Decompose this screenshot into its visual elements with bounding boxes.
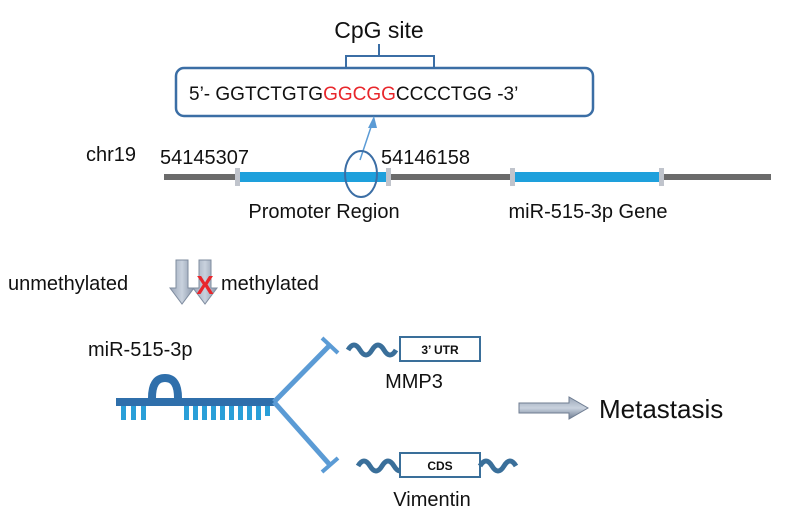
mmp3-region-label: 3’ UTR — [421, 343, 459, 357]
gene-right-cap — [659, 168, 664, 186]
mmp3-utr-box — [399, 336, 481, 362]
unmethylated-arrow — [169, 259, 195, 305]
sequence-suffix: CCCCTGG -3’ — [396, 84, 518, 105]
pointer-line — [359, 123, 373, 161]
promoter-region-bar — [238, 172, 388, 182]
gene-left-cap — [510, 168, 515, 186]
cpg-location-ellipse — [344, 150, 378, 198]
inhibition-bar-mmp3 — [320, 336, 340, 355]
vimentin-cds-box — [399, 452, 481, 478]
cpg-site-label: CpG site — [334, 17, 423, 43]
promoter-left-cap — [235, 168, 240, 186]
sequence-prefix: 5’- GGTCTGTG — [189, 84, 323, 105]
promoter-right-cap — [386, 168, 391, 186]
promoter-start-position: 54145307 — [160, 147, 249, 169]
methylated-label: methylated — [221, 273, 319, 295]
promoter-end-position: 54146158 — [381, 147, 470, 169]
inhibition-line-vimentin — [272, 400, 332, 467]
mirna-structure-icon — [116, 373, 274, 420]
inhibition-line-mmp3 — [272, 343, 332, 404]
metastasis-arrow — [518, 396, 589, 420]
gene-bar — [513, 172, 661, 182]
promoter-region-label: Promoter Region — [248, 201, 399, 223]
mmp3-mrna-wave-icon — [345, 342, 399, 358]
unmethylated-label: unmethylated — [8, 273, 128, 295]
vimentin-region-label: CDS — [427, 459, 452, 473]
vimentin-label: Vimentin — [393, 489, 470, 511]
mirna-label: miR-515-3p — [88, 339, 192, 361]
sequence-text: 5’- GGTCTGTGGGCGGCCCCTGG -3’ — [189, 84, 518, 105]
cpg-bracket — [345, 44, 435, 68]
sequence-box — [174, 66, 595, 118]
sequence-cpg-highlight: GGCGG — [323, 84, 396, 105]
mmp3-label: MMP3 — [385, 371, 443, 393]
metastasis-label: Metastasis — [599, 394, 723, 424]
inhibition-bar-vimentin — [320, 456, 340, 474]
vimentin-mrna-wave-right-icon — [477, 458, 519, 474]
methylated-arrow — [192, 259, 218, 305]
blocked-x-mark: X — [196, 270, 214, 300]
chromosome-name: chr19 — [86, 144, 136, 166]
gene-label: miR-515-3p Gene — [509, 201, 668, 223]
pointer-arrowhead — [368, 116, 377, 128]
